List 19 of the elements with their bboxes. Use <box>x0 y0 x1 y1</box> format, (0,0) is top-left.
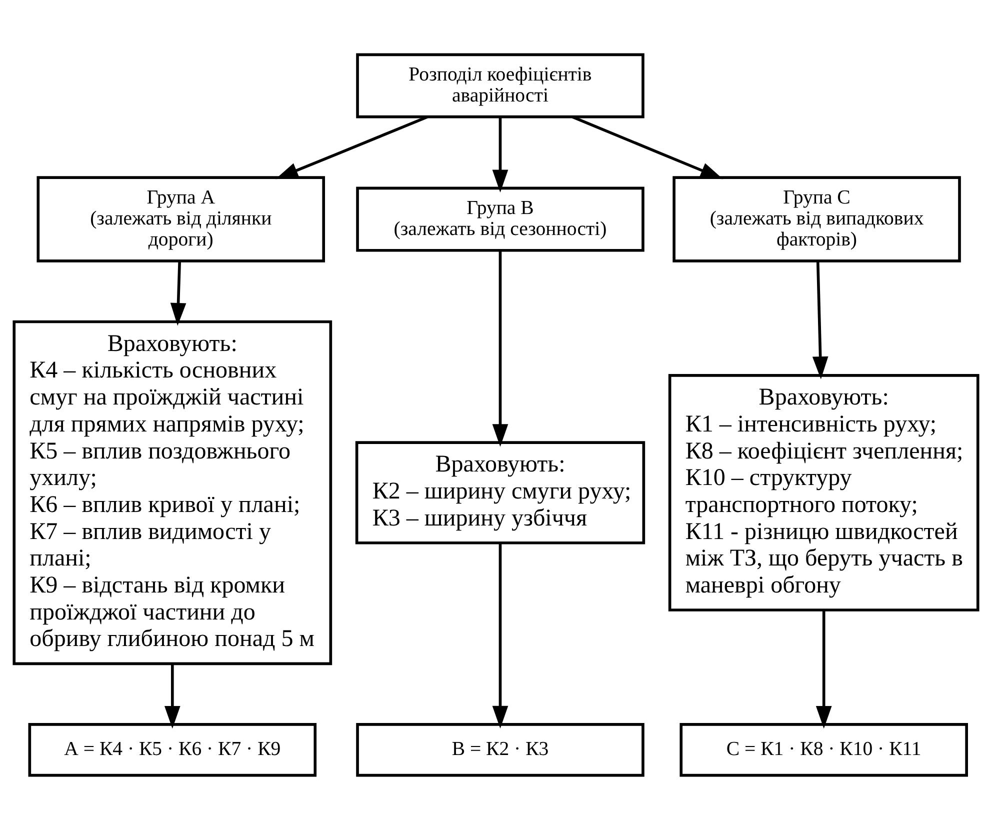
node-box: Група В (залежать від сезонності) <box>356 186 644 252</box>
node-box: Враховують: К2 – ширину смуги руху; К3 – ширину узбіччя <box>355 441 646 544</box>
arrow <box>170 261 186 326</box>
arrow <box>816 610 832 729</box>
arrow <box>164 664 180 729</box>
node-box: А = К4 · К5 · К6 · К7 · К9 <box>28 723 317 777</box>
node-box: Розподіл коефіцієнтів аварійності <box>356 53 644 118</box>
arrow <box>812 261 828 380</box>
node-box: В = К2 · К3 <box>356 723 644 777</box>
node-box: Враховують: К1 – інтенсивність руху; К8 – коефіцієнт зчеплення; К10 – структуру транспортного потоку; К11 - різницю швидкостей між ТЗ, що беруть участь в маневрі обгону <box>668 374 980 612</box>
arrow <box>492 250 508 447</box>
node-box: С = К1 · К8 · К10 · К11 <box>680 723 968 777</box>
node-box: Група С (залежать від випадкових факторів) <box>672 176 961 262</box>
arrow <box>276 116 428 180</box>
arrow <box>492 543 508 728</box>
arrow <box>572 116 724 180</box>
arrow <box>492 117 508 192</box>
node-box: Враховують: К4 – кількість основних смуг на проїжджій частині для прямих напрямів руху; К5 – вплив поздовжнього ухилу; К6 – вплив кривої у плані; К7 – вплив видимості у плані; К9 – відстань від кромки проїжджої частини до обриву глибиною понад 5 м <box>12 320 332 666</box>
node-box: Група А (залежать від ділянки дороги) <box>36 176 326 262</box>
